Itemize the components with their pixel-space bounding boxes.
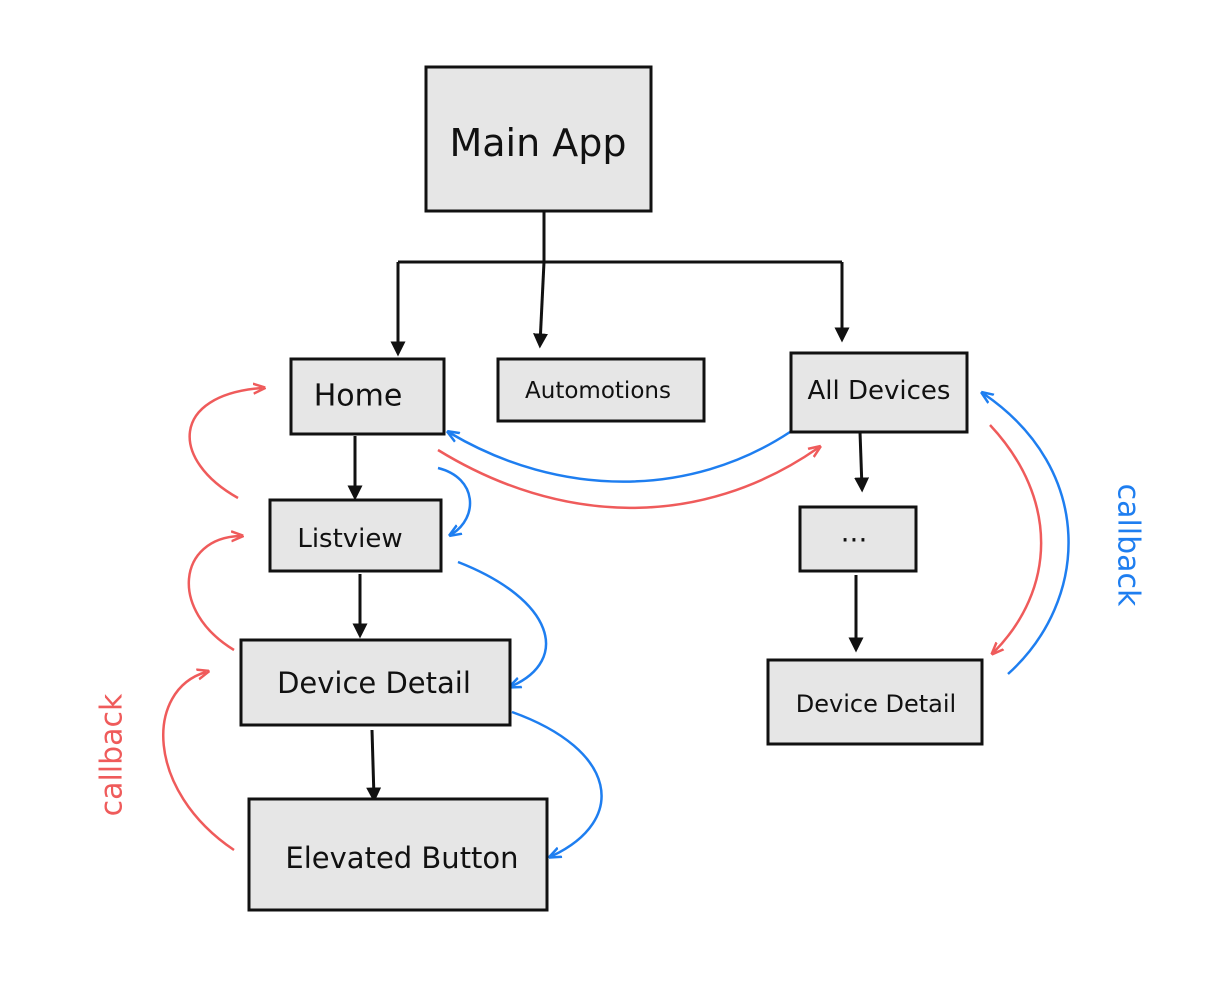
node-device-detail-right: Device Detail [766,658,984,746]
node-elevated-button: Elevated Button [247,797,549,912]
node-device-detail-left-label: Device Detail [277,666,471,700]
callback-label-right: callback [1111,484,1146,607]
node-all-devices: All Devices [789,351,969,434]
node-automations-label: Automotions [525,378,671,404]
red-arrow-alldevices-to-devicedetail [990,424,1043,652]
blue-arrow-devicedetail-to-alldevices [984,394,1070,675]
blue-arrow-alldevices-to-home [450,432,791,483]
node-elevated-button-label: Elevated Button [285,841,518,875]
node-automations: Automotions [496,357,706,423]
blue-callback-edges [437,394,1070,856]
blue-arrow-devicedetail-to-button [511,710,603,856]
blue-arrow-home-to-listview [437,466,472,534]
node-main-app: Main App [424,65,653,213]
edge-alldevices-ellipsis [854,431,870,493]
red-arrow-home-to-alldevices [437,448,818,510]
node-listview-label: Listview [297,524,402,554]
node-listview: Listview [268,498,443,573]
node-ellipsis-label: ... [841,516,868,549]
red-arrow-button-to-devicedetail [162,672,235,852]
edge-devicedetail-button [366,729,382,803]
node-home: Home [289,357,446,436]
red-callback-edges [162,388,1043,852]
node-all-devices-label: All Devices [808,376,951,406]
edge-mainapp-automations [533,261,549,349]
blue-arrow-listview-to-devicedetail [457,560,548,686]
tree-edges [347,212,870,803]
node-device-detail-left: Device Detail [239,638,512,727]
node-home-label: Home [314,379,403,414]
callback-label-left: callback [95,693,130,816]
node-main-app-label: Main App [449,121,626,165]
red-arrow-listview-to-home [188,388,262,500]
node-device-detail-right-label: Device Detail [796,690,956,718]
red-arrow-devicedetail-to-listview [187,536,240,652]
node-ellipsis: ... [798,505,918,573]
